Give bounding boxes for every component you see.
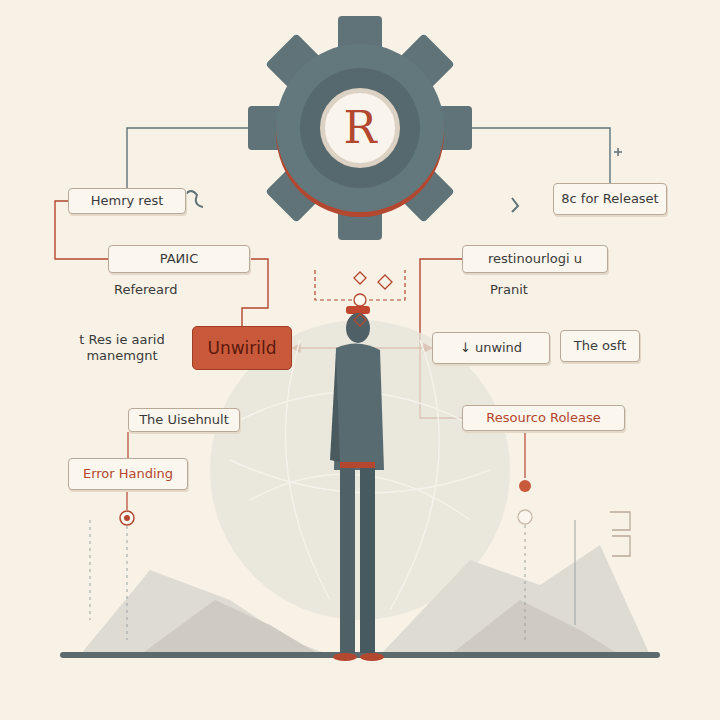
process-box: The osft xyxy=(560,330,640,362)
highlight-box: Unwirild xyxy=(192,326,292,370)
node-text: Unwirild xyxy=(207,338,276,358)
node-text: Hemry rest xyxy=(91,193,164,209)
process-box: Error Handing xyxy=(68,458,188,490)
node-text: Error Handing xyxy=(83,466,173,482)
node-text: PAИIC xyxy=(160,251,199,267)
node-text: ↓ unwind xyxy=(460,340,522,356)
text-label: Pranit xyxy=(488,282,530,298)
process-box: Hemry rest xyxy=(68,188,186,214)
gear-hub: R xyxy=(320,88,400,168)
process-box: The Uisehnult xyxy=(128,408,240,432)
node-text: R xyxy=(343,102,376,155)
process-box: Resourco Rolease xyxy=(462,405,625,431)
process-box: ↓ unwind xyxy=(432,332,550,364)
node-text: Resourco Rolease xyxy=(486,410,600,426)
text-label: Refereard xyxy=(112,282,179,298)
node-text: restinourlogi u xyxy=(488,251,582,267)
node-text: 8c for Releaset xyxy=(561,191,658,207)
node-text: The Uisehnult xyxy=(139,412,229,428)
process-box: 8c for Releaset xyxy=(553,183,667,215)
process-box: restinourlogi u xyxy=(462,245,608,273)
node-text: The osft xyxy=(574,338,626,354)
process-box: PAИIC xyxy=(108,245,250,273)
text-label: t Res ie aarid manemgnt xyxy=(70,332,174,363)
